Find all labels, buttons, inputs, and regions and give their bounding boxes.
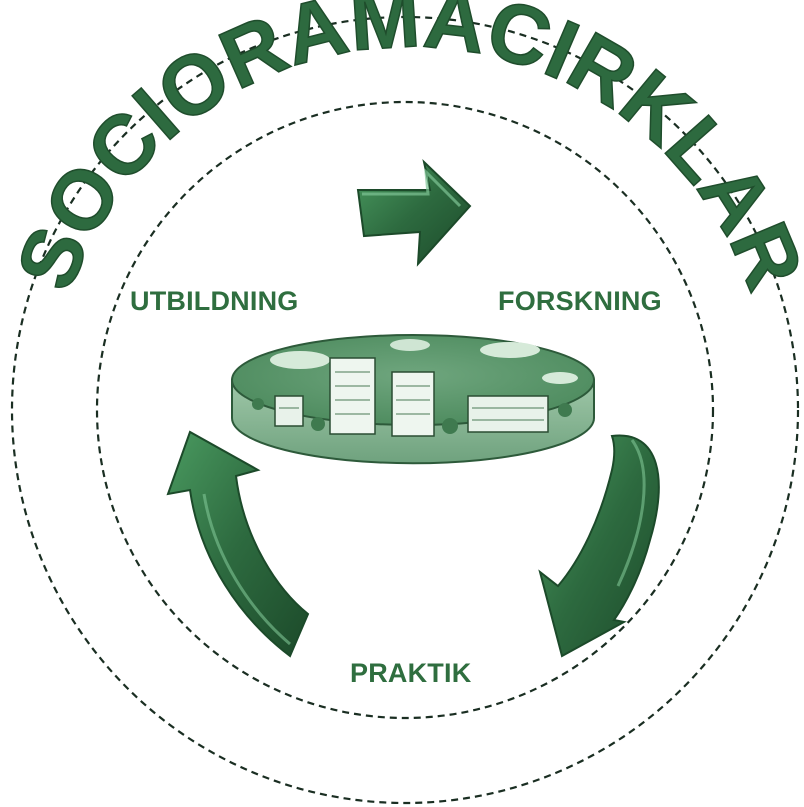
label-forskning: FORSKNING [498,286,662,316]
label-praktik: PRAKTIK [350,658,472,688]
arrow-curved-down-icon [538,434,660,658]
label-utbildning: UTBILDNING [130,286,299,316]
arrow-curved-up-icon [166,430,310,658]
title-curved-text: SOCIORAMACIRKLAR [0,0,804,302]
outer-dashed-ring [10,15,800,805]
arrow-right-icon [356,159,472,267]
city-disc-icon [231,334,595,465]
inner-dashed-ring [95,100,715,720]
